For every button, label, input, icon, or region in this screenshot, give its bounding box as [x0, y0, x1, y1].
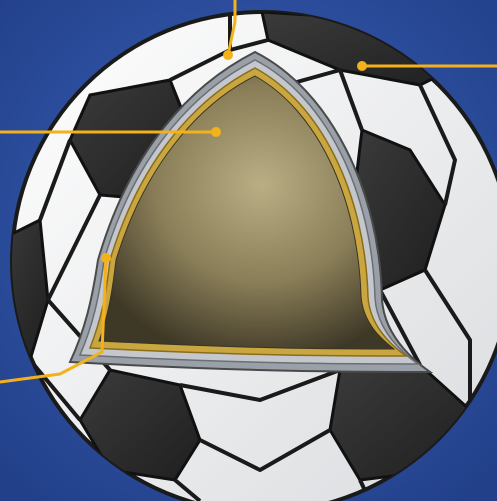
callout-lining-dot — [101, 253, 111, 263]
callout-top-dot — [223, 50, 233, 60]
callout-right-dot — [357, 61, 367, 71]
callout-core-dot — [211, 127, 221, 137]
